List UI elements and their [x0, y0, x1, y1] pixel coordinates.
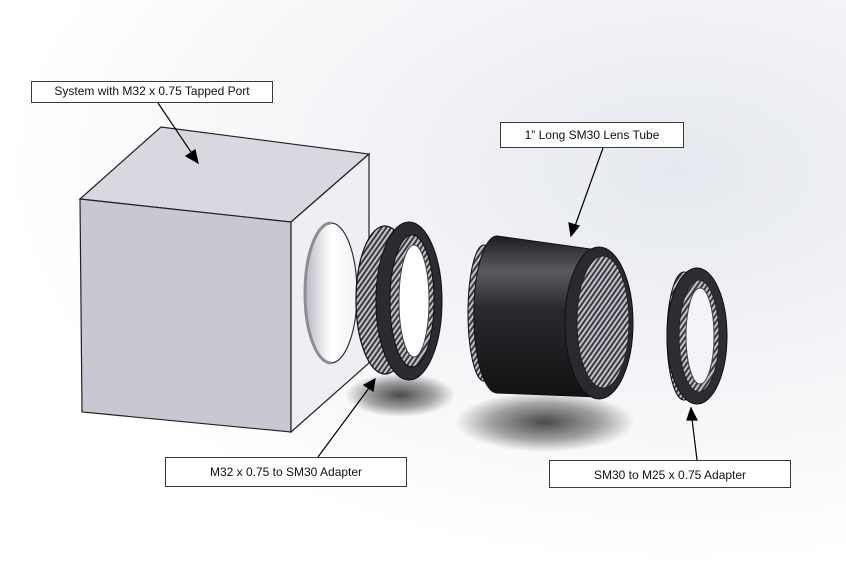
sm30-lens-tube	[467, 235, 634, 400]
label-m32-to-sm30-adapter: M32 x 0.75 to SM30 Adapter	[165, 457, 407, 487]
sm30-to-m25-adapter	[666, 267, 728, 405]
small-adapter-bore	[685, 287, 715, 385]
leader-m32-adapter	[317, 387, 370, 458]
adapter-bore	[398, 244, 430, 358]
label-sm30-to-m25-adapter: SM30 to M25 x 0.75 Adapter	[549, 460, 791, 488]
cube-front-face	[79, 198, 292, 433]
arrowhead-system	[184, 149, 199, 165]
arrowhead-lens-tube	[568, 222, 581, 238]
shadow-adapter	[345, 373, 455, 417]
leader-sm30-adapter	[691, 418, 698, 461]
system-cube	[78, 126, 371, 434]
leader-system	[157, 102, 194, 156]
shadow-lens-tube	[455, 392, 635, 452]
leader-lens-tube	[574, 147, 604, 227]
arrowhead-sm30-adapter	[686, 406, 698, 421]
tube-inner-thread	[576, 255, 630, 389]
arrowhead-m32-adapter	[362, 377, 376, 393]
m32-to-sm30-adapter	[355, 221, 443, 381]
tube-body	[473, 235, 599, 398]
label-system-tapped-port: System with M32 x 0.75 Tapped Port	[31, 81, 273, 103]
label-lens-tube: 1” Long SM30 Lens Tube	[500, 122, 684, 148]
